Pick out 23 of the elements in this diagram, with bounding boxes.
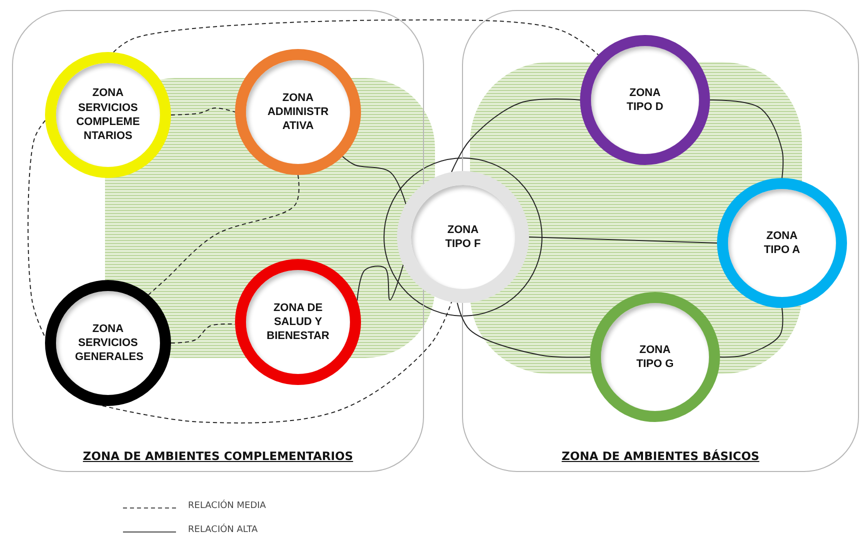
dashed-connector	[102, 302, 452, 424]
dashed-connector	[28, 120, 46, 338]
zone-label: ZONA SERVICIOS COMPLEME NTARIOS	[75, 86, 141, 144]
zone-panel	[12, 10, 424, 472]
zone-heading: ZONA DE AMBIENTES COMPLEMENTARIOS	[82, 449, 354, 463]
zone-heading: ZONA DE AMBIENTES BÁSICOS	[562, 449, 760, 463]
zone-label: ZONA DE SALUD Y BIENESTAR	[266, 300, 330, 344]
zone-label: ZONA ADMINISTR ATIVA	[266, 90, 330, 134]
connector	[451, 98, 580, 172]
zone-label: ZONA TIPO D	[626, 86, 664, 114]
zone-label: ZONA TIPO G	[635, 342, 675, 372]
connector	[528, 236, 718, 244]
dashed-connector	[113, 19, 599, 56]
connector	[720, 308, 784, 358]
connector	[456, 302, 590, 358]
dashed-connector	[148, 174, 300, 296]
connector	[356, 264, 404, 301]
zone-label: ZONA SERVICIOS GENERALES	[75, 322, 141, 364]
zone-label: ZONA TIPO A	[762, 228, 802, 258]
connector	[710, 100, 784, 178]
legend-label: RELACIÓN ALTA	[188, 525, 258, 535]
legend-label: RELACIÓN MEDIA	[188, 501, 266, 511]
zone-label: ZONA TIPO F	[444, 222, 482, 252]
